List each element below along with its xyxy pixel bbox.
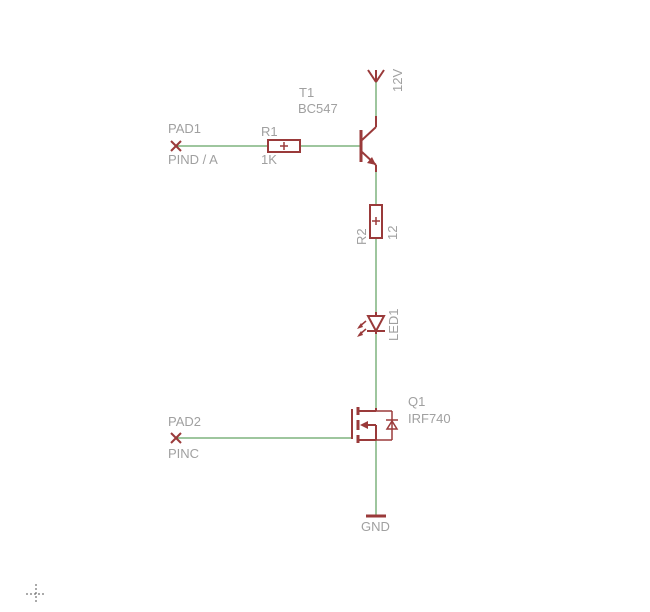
r2-value: 12 (385, 226, 400, 240)
pad2-net-label: PINC (168, 446, 199, 461)
t1-value: BC547 (298, 101, 338, 116)
supply-12v-label: 12V (390, 69, 405, 92)
r1-value: 1K (261, 152, 277, 167)
led1-symbol[interactable] (366, 312, 386, 334)
pad1-symbol[interactable] (170, 140, 182, 152)
q1-value: IRF740 (408, 411, 451, 426)
led-emission-arrows-icon (357, 320, 367, 337)
pad2-symbol[interactable] (170, 432, 182, 444)
t1-symbol[interactable] (359, 116, 377, 172)
q1-symbol[interactable] (351, 407, 399, 443)
r2-name: R2 (354, 228, 369, 245)
q1-name: Q1 (408, 394, 425, 409)
origin-crosshair-icon (26, 584, 46, 604)
supply-12v-arrow-icon[interactable] (367, 69, 385, 83)
pad2-name: PAD2 (168, 414, 201, 429)
wires (176, 82, 377, 516)
pad1-name: PAD1 (168, 121, 201, 136)
r2-symbol[interactable] (369, 204, 383, 239)
pad1-net-label: PIND / A (168, 152, 218, 167)
t1-name: T1 (299, 85, 314, 100)
r1-symbol[interactable] (267, 139, 301, 153)
ground-label: GND (361, 519, 390, 534)
led1-name: LED1 (386, 308, 401, 341)
r1-name: R1 (261, 124, 278, 139)
